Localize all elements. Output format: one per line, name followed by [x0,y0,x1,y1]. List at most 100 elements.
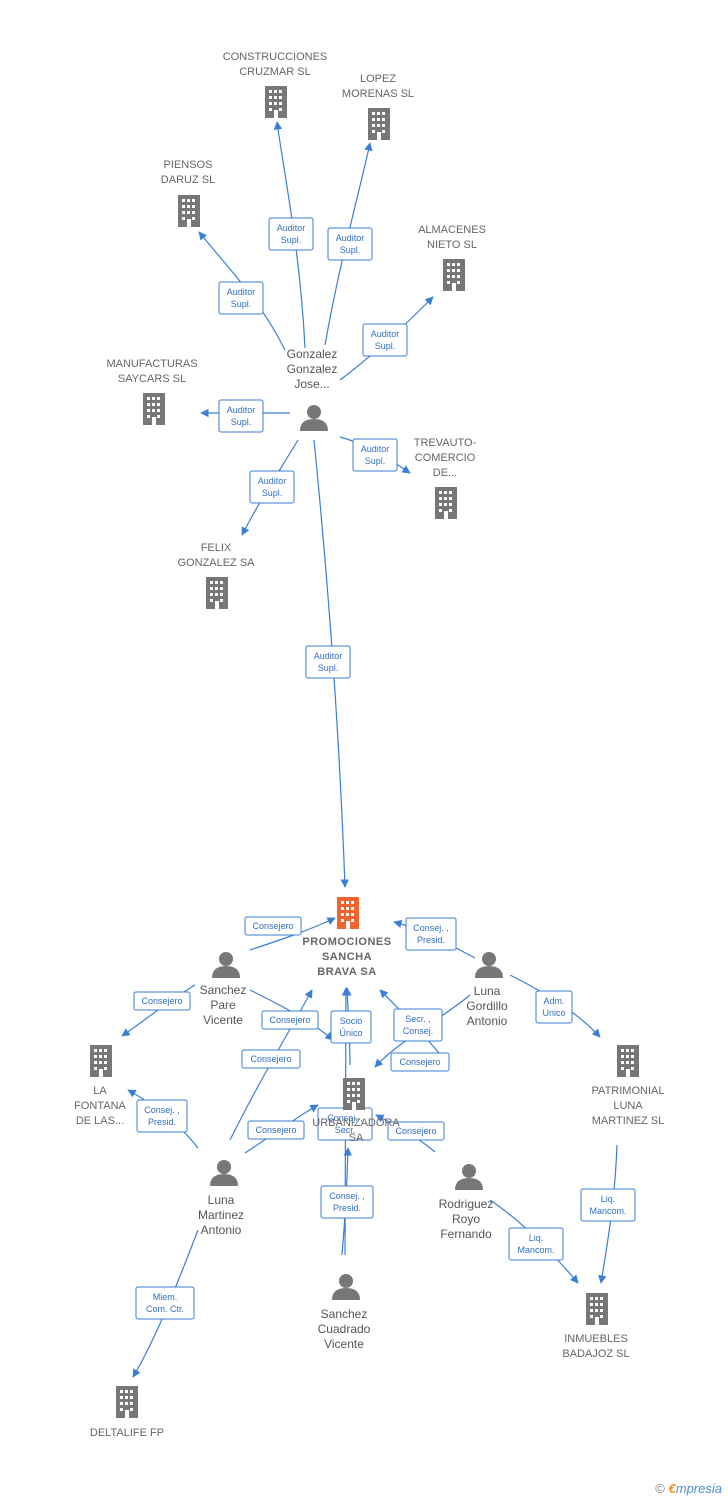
node-label: Gonzalez [287,362,338,376]
node-label: Gordillo [466,999,508,1013]
edge-label-e12[interactable]: Consejero [261,1010,319,1030]
edge-label-box [241,1049,301,1069]
edge-label-e22[interactable]: Consej. ,Presid. [320,1185,374,1219]
edge-label-e16[interactable]: Consejero [241,1049,301,1069]
node-label: Sanchez [200,983,247,997]
node-label: MORENAS SL [342,88,414,100]
edge-label-box [133,991,191,1011]
edge-label-box [393,1008,443,1042]
edge-label-e15[interactable]: Adm.Unico [535,990,573,1024]
edge-label-e9[interactable]: Consejero [244,916,302,936]
node-label: Luna [474,984,501,998]
edge-label-e11[interactable]: Consejero [133,991,191,1011]
node-label: Antonio [467,1014,508,1028]
node-gonzalez[interactable]: GonzalezGonzalezJose... [287,347,338,431]
node-piensos[interactable]: PIENSOS DARUZ SL [161,159,215,227]
edge-label-text: Consejero [255,1125,296,1135]
edge-label-box [330,1010,372,1044]
node-cruzmar[interactable]: CONSTRUCCIONES CRUZMAR SL [223,51,328,118]
edge-label-box [305,645,351,679]
node-label: Vicente [324,1337,364,1351]
edge-label-e21[interactable]: Consejero [387,1121,445,1141]
node-label: PIENSOS [164,159,213,171]
edge-label-e25[interactable]: Miem.Com. Ctr. [135,1286,195,1320]
node-label: LOPEZ [360,73,396,85]
edge-label-e14[interactable]: Secr. ,Consej. [393,1008,443,1042]
edge-label-text: Presid. [417,935,445,945]
edge-label-box [320,1185,374,1219]
node-label: SA [349,1132,364,1144]
node-label: COMERCIO [415,452,476,464]
node-label: Jose... [294,377,329,391]
building-icon [116,1386,138,1418]
edge-label-e24[interactable]: Liq.Mancom. [508,1227,564,1261]
edge-label-text: Supl. [281,235,302,245]
edge-label-box [135,1286,195,1320]
edge-label-text: Consej. , [413,923,449,933]
edge-label-text: Mancom. [589,1206,626,1216]
node-lopez[interactable]: LOPEZ MORENAS SL [342,73,414,140]
edge-label-text: Consejero [399,1057,440,1067]
node-label: NIETO SL [427,239,477,251]
person-icon [212,952,240,978]
building-icon [435,487,457,519]
building-icon [343,1078,365,1110]
edge-label-text: Auditor [277,223,306,233]
person-icon [455,1164,483,1190]
edge-label-text: Auditor [258,476,287,486]
edge-label-e19[interactable]: Consejero [247,1120,305,1140]
edge-label-text: Supl. [231,417,252,427]
node-trevauto[interactable]: TREVAUTO-COMERCIODE... [414,437,477,519]
node-label: LA [93,1085,107,1097]
edge-label-text: Miem. [153,1292,178,1302]
edge-label-e17[interactable]: Consejero [390,1052,450,1072]
building-icon [586,1293,608,1325]
node-deltalife[interactable]: DELTALIFE FP [90,1386,164,1439]
edge-label-box [580,1188,636,1222]
edge-label-text: Supl. [365,456,386,466]
edge-label-e23[interactable]: Liq.Mancom. [580,1188,636,1222]
building-icon [90,1045,112,1077]
edge-label-e20[interactable]: Consej. ,Secr. [317,1107,373,1141]
building-icon [265,86,287,118]
node-label: PATRIMONIAL [592,1085,665,1097]
node-label: MANUFACTURAS [106,358,197,370]
edge-label-text: Consejero [395,1126,436,1136]
edge-label-text: Socio [340,1016,363,1026]
node-label: DE... [433,467,457,479]
node-label: DE LAS... [76,1115,124,1127]
node-label: CRUZMAR SL [239,66,311,78]
node-fontana[interactable]: LA FONTANA DE LAS... [74,1045,127,1127]
building-icon [617,1045,639,1077]
node-label: FONTANA [74,1100,126,1112]
copyright-symbol: © [655,1481,665,1496]
node-label: CONSTRUCCIONES [223,51,328,63]
node-label: Gonzalez [287,347,338,361]
node-label: DARUZ SL [161,174,215,186]
node-label: LUNA [613,1100,643,1112]
edge-label-e18[interactable]: Consej. ,Presid. [136,1099,188,1133]
edge-label-e10[interactable]: Consej. , Presid. [405,917,457,951]
